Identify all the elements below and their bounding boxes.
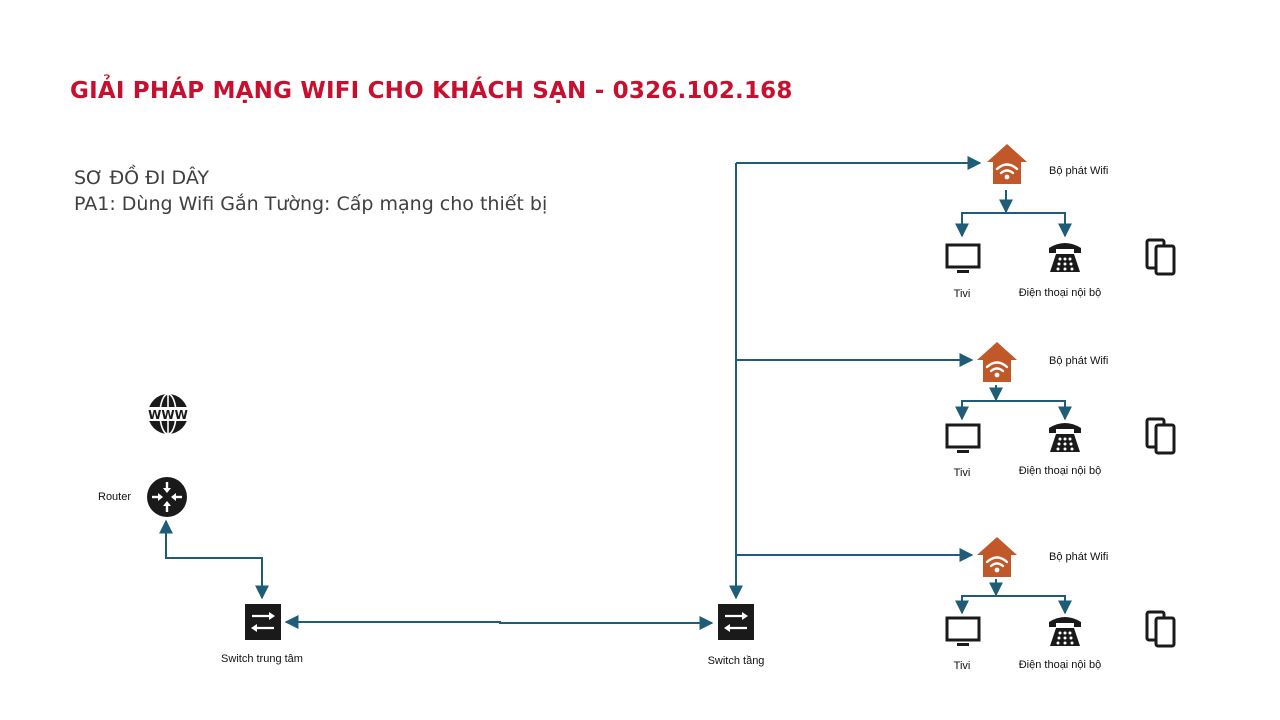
tv-label: Tivi <box>953 467 971 479</box>
floor-switch-icon <box>718 604 754 640</box>
router-icon <box>147 477 187 517</box>
desk-phone-icon <box>1049 617 1081 646</box>
tv-icon <box>945 243 981 273</box>
tv-label: Tivi <box>953 660 971 672</box>
wifi-ap-label: Bộ phát Wifi <box>1049 355 1109 367</box>
floor-switch-label: Switch tầng <box>707 655 765 667</box>
tv-icon <box>945 616 981 646</box>
tv-icon <box>945 423 981 453</box>
mobile-devices-icon <box>1145 238 1176 276</box>
www-globe-icon: WWW <box>146 393 190 435</box>
mobile-devices-icon <box>1145 610 1176 648</box>
phone-label: Điện thoại nội bộ <box>1018 659 1102 671</box>
tv-label: Tivi <box>953 288 971 300</box>
router-to-switch-wire <box>159 519 269 600</box>
phone-label: Điện thoại nội bộ <box>1018 465 1102 477</box>
page-title: GIẢI PHÁP MẠNG WIFI CHO KHÁCH SẠN - 0326… <box>70 78 793 104</box>
diagram-heading: SƠ ĐỒ ĐI DÂY <box>74 167 209 189</box>
router-label: Router <box>98 491 132 503</box>
diagram-description: PA1: Dùng Wifi Gắn Tường: Cấp mạng cho t… <box>74 193 548 215</box>
central-switch-label: Switch trung tâm <box>221 653 303 665</box>
desk-phone-icon <box>1049 423 1081 452</box>
svg-text:WWW: WWW <box>148 408 188 422</box>
backbone-wire <box>284 615 714 630</box>
wifi-access-point-icon <box>977 537 1017 577</box>
wifi-ap-label: Bộ phát Wifi <box>1049 165 1109 177</box>
desk-phone-icon <box>1049 243 1081 272</box>
phone-label: Điện thoại nội bộ <box>1018 287 1102 299</box>
mobile-devices-icon <box>1145 417 1176 455</box>
central-switch-icon <box>245 604 281 640</box>
wifi-access-point-icon <box>987 144 1027 184</box>
wifi-access-point-icon <box>977 342 1017 382</box>
wifi-ap-label: Bộ phát Wifi <box>1049 551 1109 563</box>
